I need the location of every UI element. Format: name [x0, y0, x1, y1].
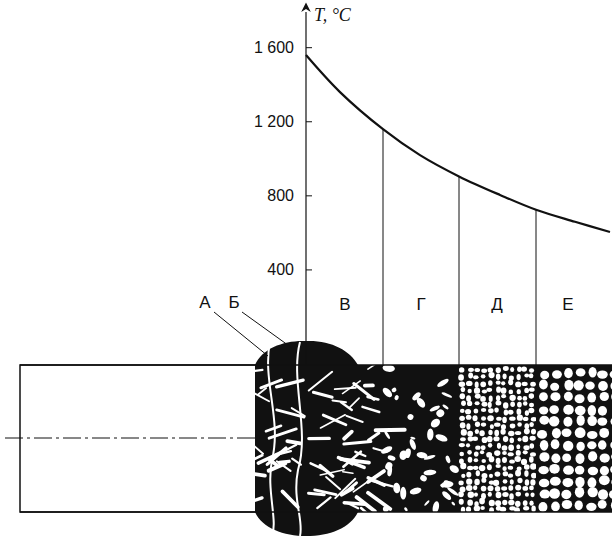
temperature-curve — [306, 55, 610, 232]
zone-border — [383, 129, 384, 365]
zone-letter: Б — [228, 294, 239, 311]
zone-letter: В — [339, 296, 350, 313]
zone-letter: Е — [562, 296, 573, 313]
tick-label: 1 600 — [254, 40, 294, 56]
zone-letter: Д — [491, 296, 503, 313]
center-line — [5, 438, 260, 439]
zone-letter: А — [199, 294, 210, 311]
axis-title: T, °C — [314, 6, 351, 24]
leader-line — [242, 312, 292, 348]
leader-line — [214, 312, 268, 356]
zone-letter: Г — [416, 296, 425, 313]
temperature-axis — [305, 12, 306, 365]
zone-border — [536, 210, 537, 365]
zone-border — [459, 176, 460, 365]
tick-label: 400 — [267, 262, 294, 278]
tick-label: 1 200 — [254, 114, 294, 130]
tick-label: 800 — [267, 188, 294, 204]
